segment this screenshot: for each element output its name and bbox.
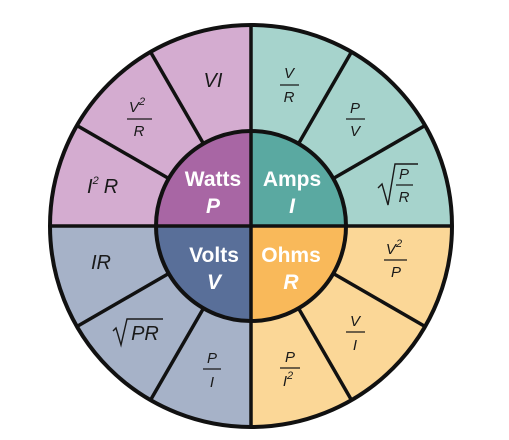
- svg-text:R: R: [399, 189, 410, 206]
- formula-watts-vi: VI: [204, 70, 223, 92]
- radial-divider: [76, 271, 170, 329]
- dividers: [48, 23, 454, 429]
- radial-divider: [296, 51, 354, 145]
- volts-symbol: V: [207, 271, 223, 294]
- svg-text:P: P: [285, 349, 295, 366]
- watts-symbol: P: [206, 195, 221, 218]
- svg-text:P: P: [350, 100, 360, 117]
- radial-divider: [332, 271, 426, 329]
- inner-circle-outline: [154, 129, 348, 323]
- volts-inner-quadrant: [156, 226, 251, 321]
- formula-ohms-p-over-i2: P I2: [280, 349, 300, 390]
- radial-divider: [148, 307, 206, 401]
- formula-amps-v-over-r: V R: [280, 65, 299, 106]
- ohms-inner-quadrant: [251, 226, 346, 321]
- svg-text:P: P: [207, 350, 217, 367]
- formula-volts-ir: IR: [91, 252, 111, 274]
- watts-label: Watts: [185, 168, 241, 191]
- formula-amps-sqrt-p-over-r: P R: [377, 163, 418, 206]
- formula-watts-v2-over-r: V2 R: [127, 96, 152, 140]
- outer-circle-outline: [48, 23, 454, 429]
- radical-sign-icon: [377, 163, 418, 206]
- amps-symbol: I: [289, 195, 296, 218]
- svg-text:V2: V2: [386, 238, 402, 258]
- formula-volts-sqrt-pr: PR: [112, 318, 163, 348]
- svg-text:V: V: [350, 123, 362, 140]
- svg-text:V2: V2: [129, 96, 145, 116]
- svg-text:I2R: I2R: [87, 175, 118, 198]
- radial-divider: [296, 307, 354, 401]
- radial-divider: [332, 123, 426, 181]
- amps-label: Amps: [263, 168, 321, 191]
- formula-amps-p-over-v: P V: [346, 100, 365, 140]
- formula-ohms-v2-over-p: V2 P: [384, 238, 407, 281]
- radical-sign-icon: [112, 318, 163, 348]
- formula-volts-p-over-i: P I: [203, 350, 221, 391]
- svg-text:P: P: [391, 264, 401, 281]
- svg-text:R: R: [284, 89, 295, 106]
- svg-text:PR: PR: [131, 323, 159, 345]
- svg-text:R: R: [134, 123, 145, 140]
- svg-text:I: I: [210, 374, 214, 391]
- svg-text:V: V: [350, 313, 362, 330]
- radial-divider: [148, 51, 206, 145]
- formula-ohms-v-over-i: V I: [346, 313, 365, 354]
- svg-text:V: V: [284, 65, 296, 82]
- watts-inner-quadrant: [156, 131, 251, 226]
- ohms-symbol: R: [283, 271, 299, 294]
- inner-ring: [156, 131, 346, 321]
- amps-inner-quadrant: [251, 131, 346, 226]
- radial-divider: [76, 123, 170, 181]
- svg-text:I2: I2: [283, 370, 293, 390]
- svg-text:P: P: [399, 166, 409, 183]
- svg-text:I: I: [353, 337, 357, 354]
- ohms-label: Ohms: [261, 244, 321, 267]
- volts-label: Volts: [189, 244, 239, 267]
